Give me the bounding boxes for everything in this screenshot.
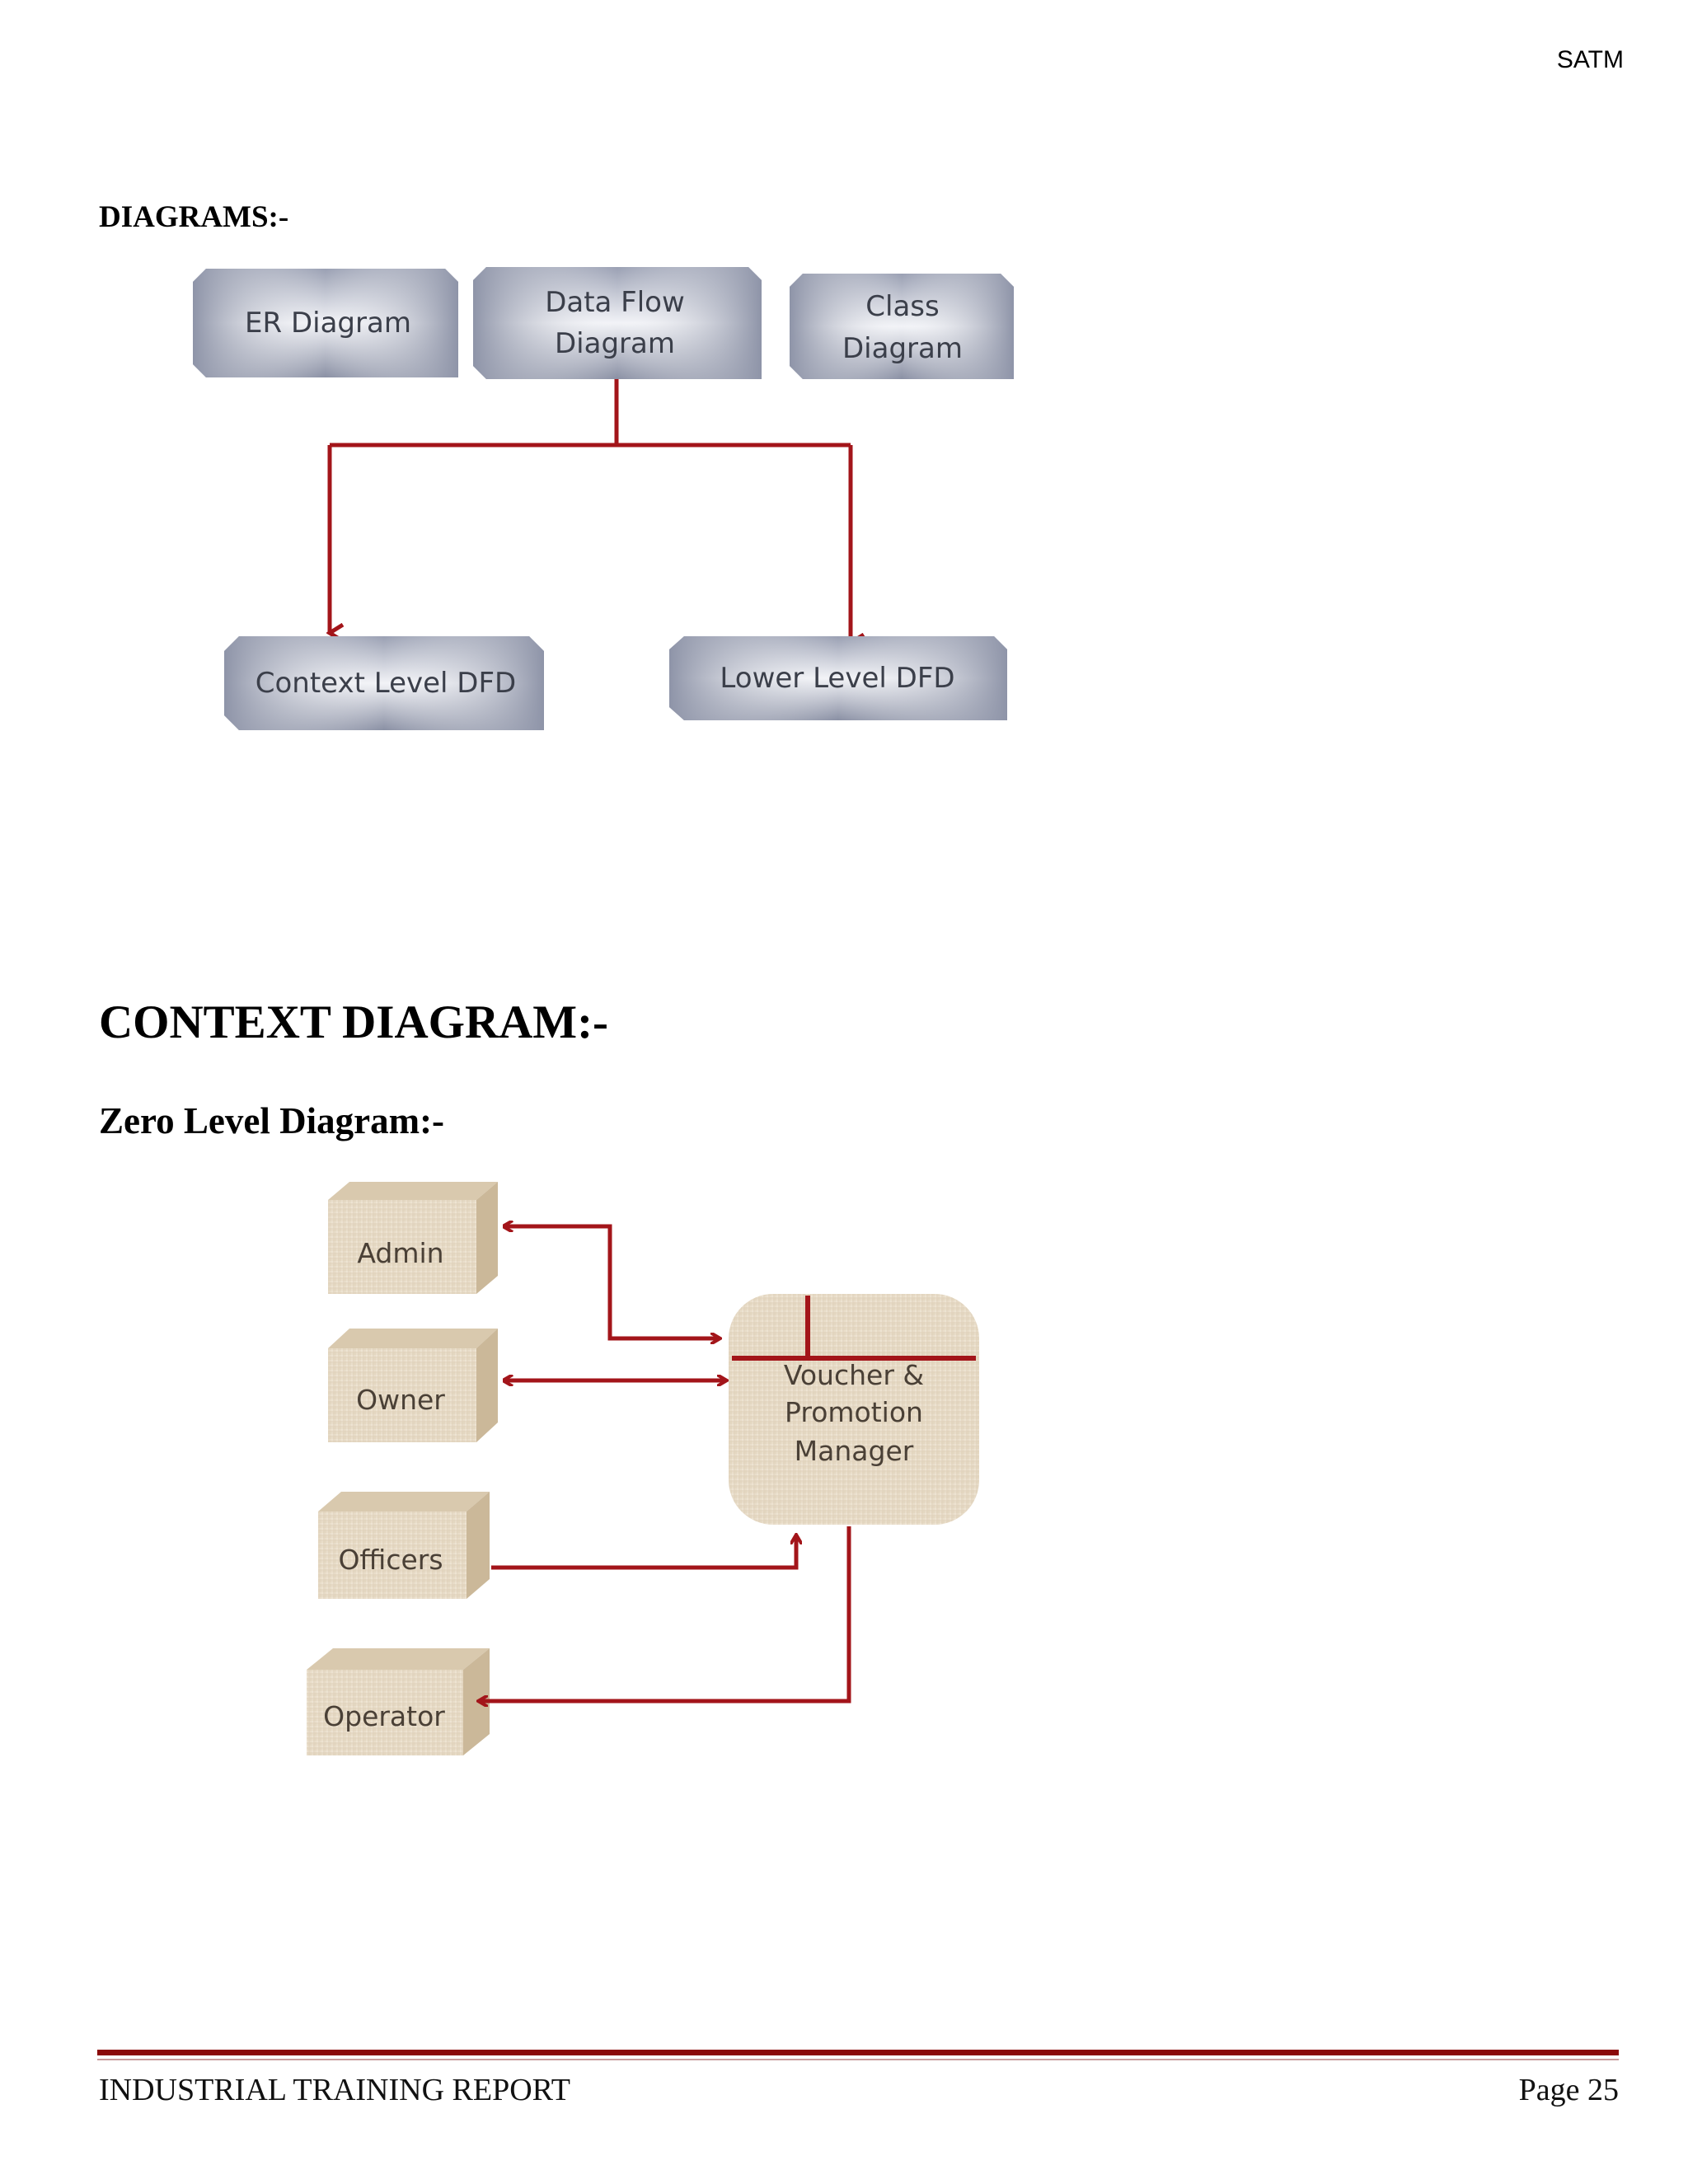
entity-officers: Officers [318, 1492, 490, 1599]
zero-level-flows [480, 1226, 851, 1701]
dfd-connector [330, 379, 851, 643]
entity-admin: Admin [328, 1182, 498, 1294]
footer-page-number: Page 25 [1518, 2073, 1619, 2107]
footer-rule-thin [97, 2059, 1619, 2060]
process-label-line2: Promotion [785, 1396, 923, 1428]
entity-owner: Owner [328, 1329, 498, 1442]
er-diagram-label: ER Diagram [245, 307, 411, 340]
footer-report-title: INDUSTRIAL TRAINING REPORT [99, 2073, 570, 2107]
zero-level-heading: Zero Level Diagram:- [99, 1100, 445, 1141]
context-diagram-heading: CONTEXT DIAGRAM:- [99, 996, 609, 1048]
flow-process-operator [480, 1526, 851, 1701]
diagrams-heading: DIAGRAMS:- [99, 200, 289, 234]
data-flow-diagram-box: Data Flow Diagram [473, 267, 762, 379]
entity-admin-label: Admin [357, 1237, 443, 1269]
process-label-line3: Manager [795, 1435, 914, 1467]
header-institution: SATM [1556, 46, 1624, 73]
class-label-line1: Class [865, 290, 939, 323]
class-label-line2: Diagram [842, 332, 963, 365]
class-diagram-box: Class Diagram [790, 274, 1014, 379]
process-label-line1: Voucher & [784, 1359, 924, 1391]
context-level-dfd-box: Context Level DFD [224, 636, 544, 730]
flow-officers-process [491, 1536, 796, 1570]
er-diagram-box: ER Diagram [193, 269, 458, 377]
footer-rule [97, 2050, 1619, 2055]
entity-operator: Operator [307, 1648, 490, 1755]
process-voucher-promotion-manager: Voucher & Promotion Manager [729, 1294, 979, 1525]
lower-level-dfd-box: Lower Level DFD [669, 636, 1007, 720]
flow-admin-process [504, 1226, 719, 1338]
lower-level-dfd-label: Lower Level DFD [720, 662, 954, 695]
dfd-label-line2: Diagram [555, 327, 675, 360]
entity-officers-label: Officers [338, 1544, 443, 1576]
entity-operator-label: Operator [323, 1700, 445, 1732]
entity-owner-label: Owner [356, 1384, 445, 1416]
dfd-label-line1: Data Flow [545, 286, 685, 319]
context-level-dfd-label: Context Level DFD [256, 667, 516, 700]
